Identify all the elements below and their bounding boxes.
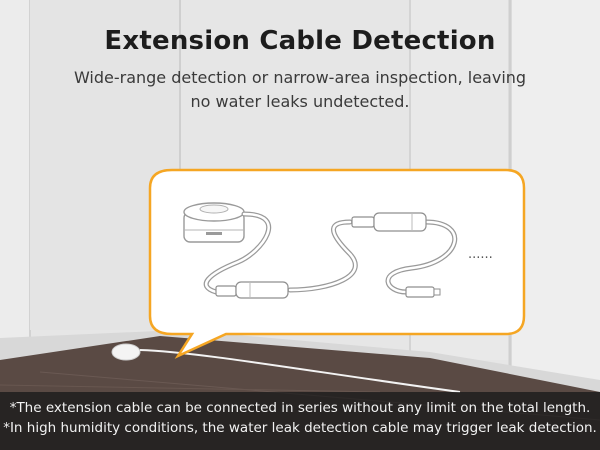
page-subtitle: Wide-range detection or narrow-area insp… [73,68,527,111]
page-title: Extension Cable Detection [104,26,496,56]
footnote-humidity: *In high humidity conditions, the water … [3,420,597,436]
footnote-series: *The extension cable can be connected in… [9,400,591,416]
footnote-bar: *The extension cable can be connected in… [0,392,600,450]
svg-text:......: ...... [468,247,493,262]
